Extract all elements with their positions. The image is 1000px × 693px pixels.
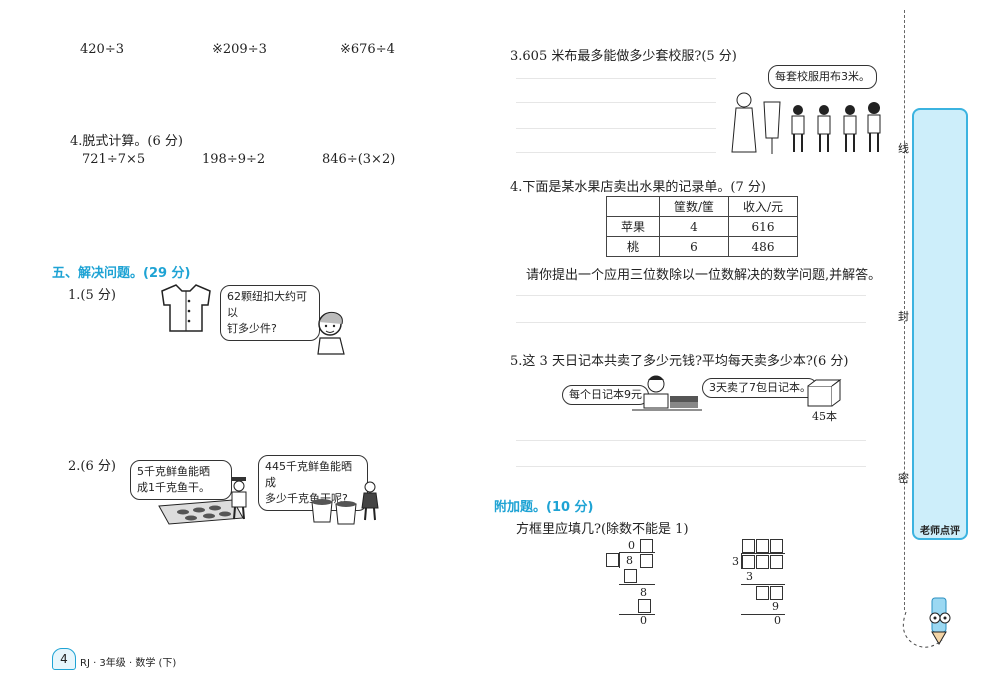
digit: 0 <box>628 539 635 552</box>
problem-2-bubble-a: 5千克鲜鱼能晒 成1千克鱼干。 <box>130 460 232 500</box>
calc-item-2: ※209÷3 <box>212 42 267 57</box>
blank-box[interactable] <box>742 539 755 553</box>
page-number: 4 <box>60 652 68 666</box>
digit: 0 <box>774 614 781 627</box>
answer-line <box>516 295 866 296</box>
blank-box[interactable] <box>756 586 769 600</box>
digit: 9 <box>772 600 779 613</box>
digit: 3 <box>732 555 739 568</box>
blank-box[interactable] <box>742 555 755 569</box>
answer-line <box>516 102 716 103</box>
fish-drying-rack-illustration <box>158 499 244 525</box>
bonus-title: 附加题。(10 分) <box>494 500 594 515</box>
table-header: 收入/元 <box>728 196 798 217</box>
blank-box[interactable] <box>756 539 769 553</box>
shopkeeper-illustration <box>632 375 702 411</box>
man-bending-illustration <box>361 481 379 521</box>
bonus-prompt: 方框里应填几?(除数不能是 1) <box>516 522 689 537</box>
blank-box[interactable] <box>640 539 653 553</box>
problem-2-label: 2.(6 分) <box>68 459 116 474</box>
blank-box[interactable] <box>640 554 653 568</box>
problem-2-bubble-b: 445千克鲜鱼能晒成 多少千克鱼干呢? <box>258 455 368 511</box>
q3-bubble: 每套校服用布3米。 <box>768 65 877 89</box>
q4-title: 4.脱式计算。(6 分) <box>70 134 183 149</box>
digit: 3 <box>746 570 753 583</box>
binding-line <box>904 10 905 610</box>
q4r-title: 4.下面是某水果店卖出水果的记录单。(7 分) <box>510 180 766 195</box>
binding-char: 线 <box>898 142 909 155</box>
binding-char: 封 <box>898 310 909 323</box>
q5-bubble-b: 3天卖了7包日记本。 <box>702 378 818 398</box>
table-header <box>606 196 660 217</box>
blank-box[interactable] <box>638 599 651 613</box>
fish-baskets-illustration <box>311 499 357 525</box>
section-5-title: 五、解决问题。(29 分) <box>52 266 191 281</box>
tailor-and-students-illustration <box>731 92 881 154</box>
q3-title: 3.605 米布最多能做多少套校服?(5 分) <box>510 49 737 64</box>
q4-item-3: 846÷(3×2) <box>322 152 396 167</box>
problem-1-label: 1.(5 分) <box>68 288 116 303</box>
dashed-curve-decoration <box>902 611 943 648</box>
answer-line <box>516 152 716 153</box>
blank-box[interactable] <box>770 586 783 600</box>
digit: 8 <box>640 586 647 599</box>
binding-char: 密 <box>898 472 909 485</box>
fruit-record-table: 筐数/筐 收入/元 苹果 4 616 桃 6 486 <box>606 196 798 257</box>
problem-1-bubble: 62颗纽扣大约可以 钉多少件? <box>220 285 320 341</box>
q5-bubble-a: 每个日记本9元 <box>562 385 649 405</box>
table-row: 桃 6 486 <box>606 236 798 257</box>
box-illustration <box>807 379 842 407</box>
answer-line <box>516 466 866 467</box>
blank-box[interactable] <box>624 569 637 583</box>
table-row: 苹果 4 616 <box>606 216 798 237</box>
page-number-badge: 4 <box>52 648 76 670</box>
blank-box[interactable] <box>606 553 619 567</box>
teacher-comment-label: 老师点评 <box>920 526 960 537</box>
q5-title: 5.这 3 天日记本共卖了多少元钱?平均每天卖多少本?(6 分) <box>510 354 849 369</box>
calc-item-1: 420÷3 <box>80 42 124 57</box>
blank-box[interactable] <box>770 539 783 553</box>
pencil-mascot-icon <box>929 597 951 645</box>
answer-line <box>516 322 866 323</box>
blank-box[interactable] <box>770 555 783 569</box>
q4-item-2: 198÷9÷2 <box>202 152 266 167</box>
book-info: RJ · 3年级 · 数学 (下) <box>80 658 177 669</box>
box-count-label: 45本 <box>812 410 837 423</box>
teacher-comment-panel <box>912 108 968 540</box>
q4-item-1: 721÷7×5 <box>82 152 146 167</box>
q4r-prompt: 请你提出一个应用三位数除以一位数解决的数学问题,并解答。 <box>526 268 882 283</box>
digit: 8 <box>626 554 633 567</box>
girl-illustration <box>317 311 345 355</box>
man-with-hat-illustration <box>231 477 247 520</box>
shirt-illustration <box>161 284 211 332</box>
blank-box[interactable] <box>756 555 769 569</box>
digit: 0 <box>640 614 647 627</box>
table-header: 筐数/筐 <box>659 196 729 217</box>
answer-line <box>516 128 716 129</box>
answer-line <box>516 440 866 441</box>
calc-item-3: ※676÷4 <box>340 42 395 57</box>
answer-line <box>516 78 716 79</box>
